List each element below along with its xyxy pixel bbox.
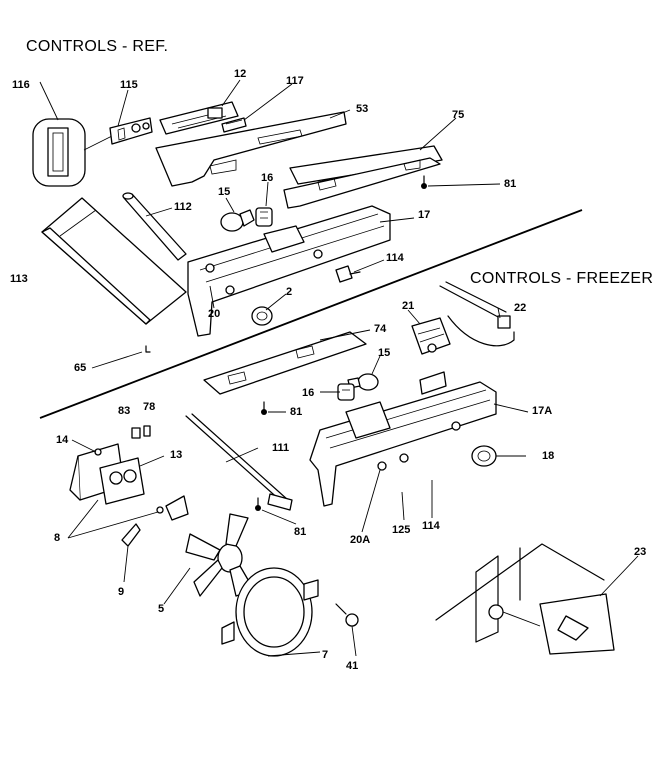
part-81-screw	[421, 175, 427, 189]
callout-15-ref: 15	[218, 186, 231, 198]
part-41-screw	[335, 603, 359, 627]
part-74-panel-cover	[203, 331, 367, 395]
ref-section-title: CONTROLS - REF.	[26, 38, 169, 55]
callout-78: 78	[143, 401, 156, 413]
part-15-bulb-freezer	[347, 373, 379, 391]
callout-12: 12	[234, 68, 247, 80]
part-2-knob	[251, 306, 273, 326]
part-23-switch-detail	[488, 593, 615, 655]
part-112-tube	[122, 192, 187, 261]
part-13-fan-motor	[99, 457, 145, 505]
callout-17: 17	[418, 209, 431, 221]
part-5-fan-blade	[185, 513, 255, 597]
part-111-harness	[185, 413, 293, 511]
freezer-section-title: CONTROLS - FREEZER	[470, 270, 654, 287]
part-21-thermostat	[411, 317, 451, 355]
part-117-clip	[221, 117, 247, 133]
callout-113: 113	[10, 273, 28, 285]
callout-112: 112	[174, 201, 192, 213]
part-7-shroud	[221, 567, 319, 657]
callout-115: 115	[120, 79, 138, 91]
part-16-socket	[255, 207, 273, 227]
callout-18: 18	[542, 450, 555, 462]
callout-23: 23	[634, 546, 647, 558]
callout-125: 125	[392, 524, 411, 536]
freezer-cabinet-outline	[435, 543, 605, 643]
part-115-light-switch	[109, 117, 153, 145]
part-113-deflector	[41, 197, 187, 325]
leader-lines	[39, 79, 639, 657]
callout-53: 53	[356, 103, 369, 115]
callout-74: 74	[374, 323, 387, 335]
part-78-screw	[143, 425, 151, 437]
callout-81-harness: 81	[294, 526, 307, 538]
callout-22: 22	[514, 302, 527, 314]
part-8-grommets	[94, 448, 164, 514]
part-83-clip	[131, 427, 141, 439]
callout-16-freezer: 16	[302, 387, 315, 399]
part-17a-control-housing-freezer	[309, 371, 497, 507]
callout-15-freezer: 15	[378, 347, 391, 359]
callout-20: 20	[208, 308, 221, 320]
callout-111: 111	[272, 442, 290, 454]
callout-21: 21	[402, 300, 415, 312]
callout-17a: 17A	[532, 405, 553, 417]
part-12-thermostat	[159, 101, 239, 135]
callout-81-ref: 81	[504, 178, 517, 190]
callout-65: 65	[74, 362, 87, 374]
callout-2: 2	[286, 286, 293, 298]
part-15-bulb	[220, 209, 255, 232]
callout-16-ref: 16	[261, 172, 274, 184]
part-81-screw-harness	[255, 497, 261, 511]
part-16-socket-freezer	[337, 383, 355, 401]
callout-7: 7	[322, 649, 329, 661]
part-114-switch	[335, 265, 361, 283]
part-116-light-shield	[32, 118, 113, 187]
callout-75: 75	[452, 109, 465, 121]
part-18-knob-freezer	[471, 445, 497, 467]
callout-41: 41	[346, 660, 359, 672]
callout-83: 83	[118, 405, 131, 417]
callout-14: 14	[56, 434, 69, 446]
part-75-control-panel-cover	[283, 145, 443, 209]
part-22-sensing-tube	[439, 281, 515, 347]
part-17-control-housing	[187, 205, 391, 337]
callout-116: 116	[12, 79, 30, 91]
callout-9: 9	[118, 586, 125, 598]
callout-8: 8	[54, 532, 61, 544]
callout-5: 5	[158, 603, 165, 615]
callout-117: 117	[286, 75, 304, 87]
part-65-screw	[145, 345, 151, 353]
section-divider	[39, 209, 583, 419]
part-9-bracket	[121, 495, 189, 547]
callout-13: 13	[170, 449, 183, 461]
callout-114-freezer: 114	[422, 520, 440, 532]
callout-114-ref: 114	[386, 252, 404, 264]
callout-20a: 20A	[350, 534, 371, 546]
part-81-screw-freezer	[261, 401, 267, 415]
part-53-bracket	[155, 111, 347, 187]
callout-81-freezer: 81	[290, 406, 303, 418]
